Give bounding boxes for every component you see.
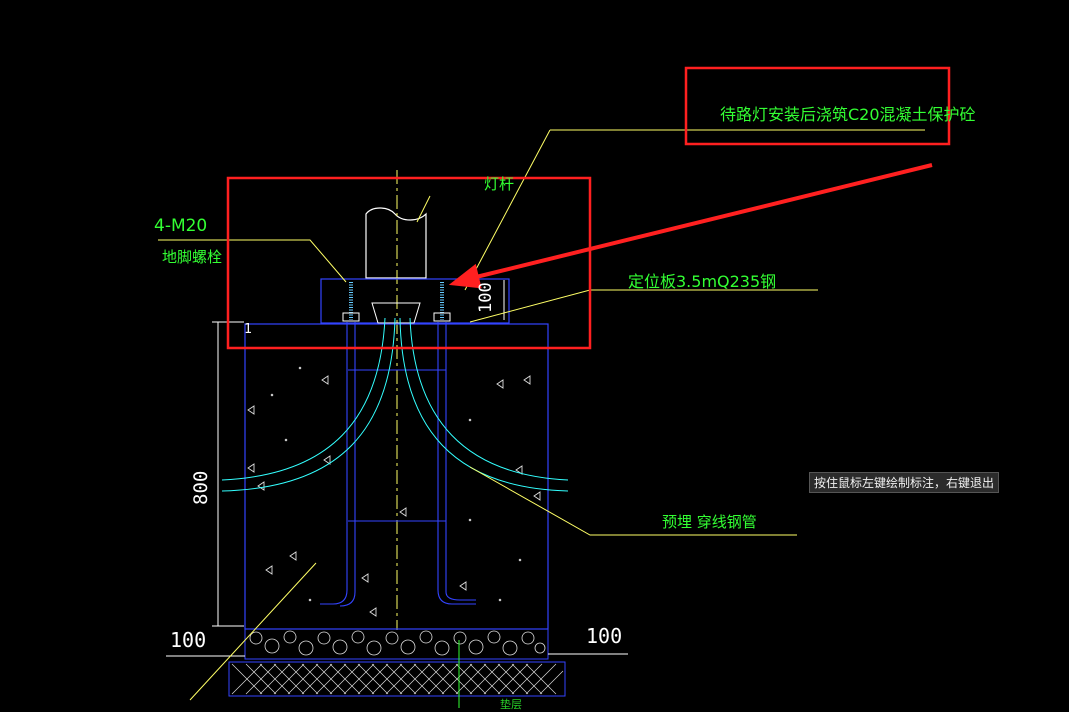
base-layer — [228, 661, 566, 697]
gravel-layer — [244, 628, 549, 660]
bolt-name-label: 地脚螺栓 — [162, 248, 223, 266]
anchor-bolt-right — [433, 282, 451, 322]
protect-concrete-label: 待路灯安装后浇筑C20混凝土保护砼 — [720, 105, 976, 124]
conduit-label: 预埋 穿线钢管 — [662, 513, 757, 531]
base-hatch — [231, 663, 564, 695]
lamp-pole-label: 灯杆 — [484, 175, 515, 193]
bottom-partial-label: 垫层 — [500, 698, 522, 711]
gravel-pattern — [249, 630, 546, 656]
plate-label: 定位板3.5mQ235钢 — [628, 272, 777, 291]
command-tooltip: 按住鼠标左键绘制标注，右键退出 — [809, 472, 1000, 493]
section-marker: 1 — [244, 322, 252, 337]
conduit-pipes — [221, 317, 569, 492]
protective-cap — [320, 278, 510, 324]
bolt-spec-label: 4-M20 — [154, 216, 208, 236]
concrete-hatch — [247, 366, 541, 617]
dimension-lines — [166, 280, 628, 657]
anchor-bolt-left — [342, 282, 360, 322]
left-offset-dim: 100 — [170, 628, 207, 652]
embedded-rods — [320, 322, 476, 607]
lamp-pole — [365, 207, 427, 279]
flange — [371, 302, 421, 324]
depth-dim: 800 — [190, 470, 212, 505]
right-offset-dim: 100 — [586, 624, 623, 648]
red-markup — [226, 66, 951, 350]
leader-lines — [158, 129, 925, 708]
plate-height-dim: 100 — [476, 282, 496, 313]
